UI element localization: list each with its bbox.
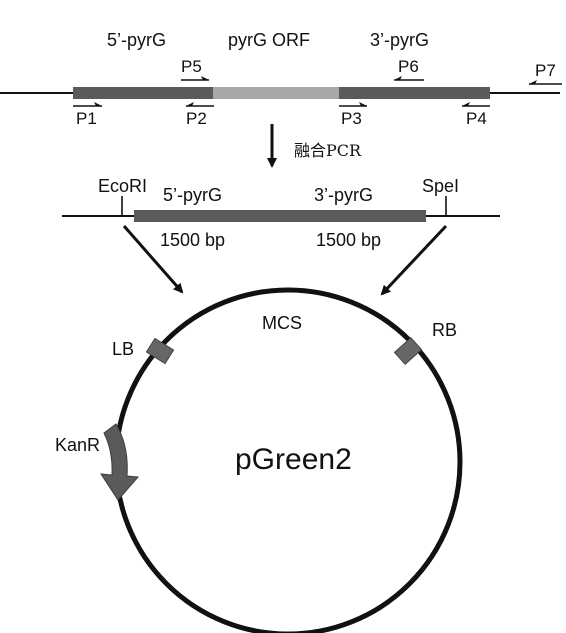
segment-5-pyrg <box>73 87 213 99</box>
fusion-right-size: 1500 bp <box>316 230 381 250</box>
primer-p1-arrow-icon <box>73 102 102 107</box>
top-construct: 5’-pyrG pyrG ORF 3’-pyrG P5 P6 P7 P1 <box>0 30 562 128</box>
plasmid-kanr-label: KanR <box>55 435 100 455</box>
label-3-pyrg-top: 3’-pyrG <box>370 30 429 50</box>
label-5-pyrg-top: 5’-pyrG <box>107 30 166 50</box>
fusion-left-size: 1500 bp <box>160 230 225 250</box>
kanr-arrow-icon <box>100 423 140 501</box>
primer-p7-arrow-icon <box>529 80 562 85</box>
right-insert-arrow-icon <box>380 224 448 296</box>
primer-p5-arrow-icon <box>181 76 209 81</box>
fusion-3-pyrg-label: 3’-pyrG <box>314 185 373 205</box>
left-insert-arrow-icon <box>122 225 184 294</box>
primer-p1-label: P1 <box>76 109 97 128</box>
primer-p6-label: P6 <box>398 57 419 76</box>
plasmid-rb-box <box>393 336 423 366</box>
plasmid-mcs-label: MCS <box>262 313 302 333</box>
plasmid-lb-label: LB <box>112 339 134 359</box>
primer-p3-arrow-icon <box>339 102 367 107</box>
primer-p4-arrow-icon <box>462 102 490 107</box>
plasmid-name: pGreen2 <box>235 443 352 476</box>
primer-p5-label: P5 <box>181 57 202 76</box>
primer-p4-label: P4 <box>466 109 487 128</box>
plasmid-lb-box <box>145 337 175 365</box>
segment-pyrg-orf <box>213 87 339 99</box>
plasmid-map: MCS LB RB KanR pGreen2 <box>55 287 463 633</box>
site-spei-label: SpeI <box>422 176 459 196</box>
plasmid-rb-label: RB <box>432 320 457 340</box>
label-pyrg-orf: pyrG ORF <box>228 30 310 50</box>
primer-p2-label: P2 <box>186 109 207 128</box>
fusion-5-pyrg-label: 5’-pyrG <box>163 185 222 205</box>
primer-p2-arrow-icon <box>186 102 214 107</box>
fusion-product: EcoRI SpeI 5’-pyrG 3’-pyrG 1500 bp 1500 … <box>62 176 500 296</box>
segment-3-pyrg <box>339 87 490 99</box>
site-ecori-label: EcoRI <box>98 176 147 196</box>
fusion-insert-segment <box>134 210 426 222</box>
primer-p6-arrow-icon <box>394 76 424 81</box>
primer-p7-label: P7 <box>535 61 556 80</box>
primer-p3-label: P3 <box>341 109 362 128</box>
fusion-pcr-step: 融合PCR <box>267 124 362 168</box>
fusion-pcr-label: 融合PCR <box>294 141 362 160</box>
